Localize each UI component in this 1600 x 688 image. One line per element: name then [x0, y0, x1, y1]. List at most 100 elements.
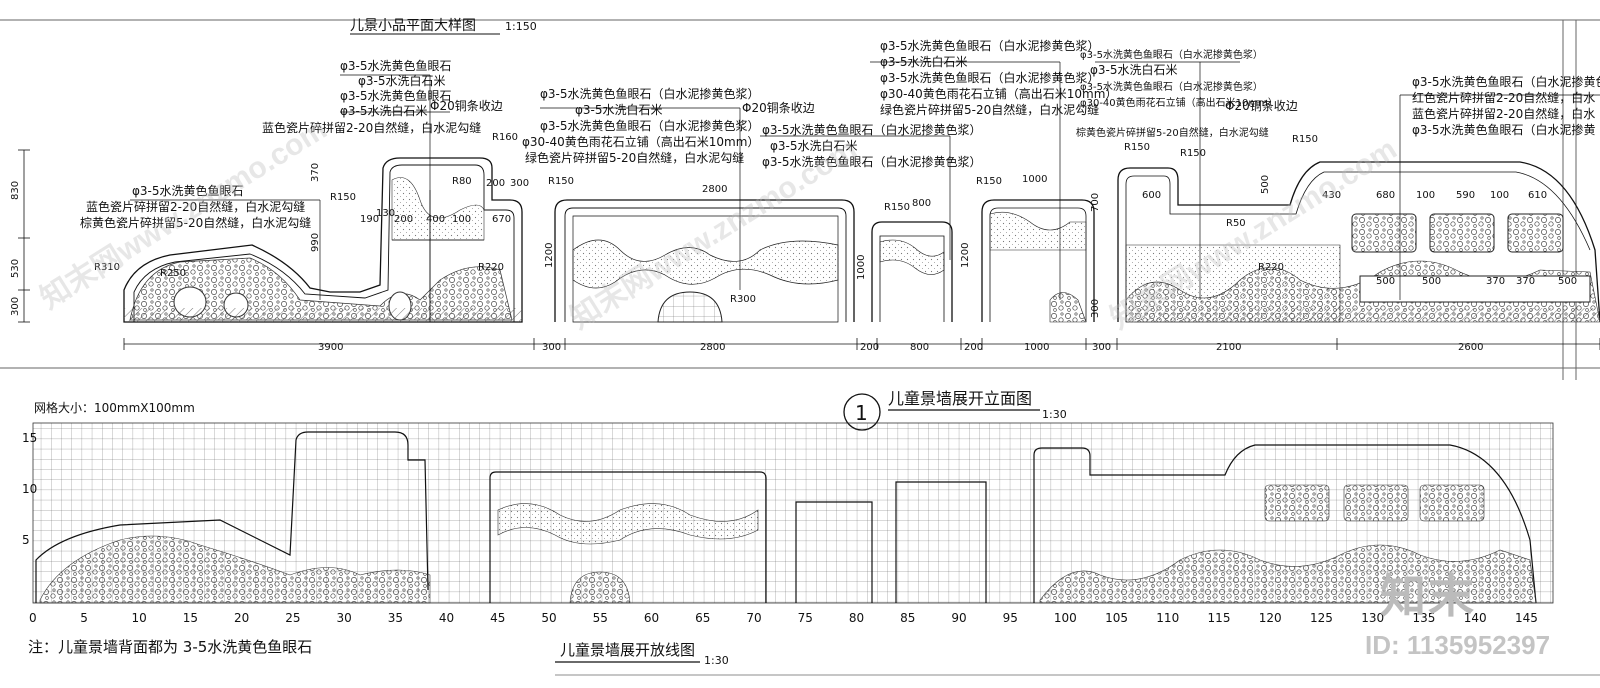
dim-bottom: 2600 [1458, 342, 1483, 353]
callout-g4-2: φ3-5水洗黄色鱼眼石（白水泥掺黄色浆） [762, 154, 982, 169]
radius-label: R80 [452, 176, 472, 187]
radius-label: R310 [94, 262, 120, 273]
dim-bottom: 300 [1092, 342, 1111, 353]
callout-g5-2: φ3-5水洗黄色鱼眼石（白水泥掺黄色浆） [880, 70, 1100, 85]
dim-small: 370 [1486, 276, 1505, 287]
callout-g7-2: 蓝色瓷片碎拼留2-20自然缝，白水 [1412, 106, 1595, 121]
dim-small: 100 [1416, 190, 1435, 201]
dim-bottom: 2800 [700, 342, 725, 353]
section-number: 1 [855, 401, 868, 425]
dim-bottom: 300 [542, 342, 561, 353]
logo-watermark: 知末 [1380, 570, 1476, 622]
dim-small: 400 [426, 214, 445, 225]
radius-label: R150 [1292, 134, 1318, 145]
segment-3 [871, 221, 953, 322]
radius-label: R160 [492, 132, 518, 143]
radius-label: R150 [1124, 142, 1150, 153]
dim-small: 370 [1516, 276, 1535, 287]
grid-x-tick: 135 [1413, 611, 1436, 625]
grid-y-tick: 10 [22, 482, 37, 496]
grid-y-ticks: 15 10 5 [22, 431, 37, 547]
partial-title-scale: 1:150 [505, 20, 537, 33]
partial-title: 儿景小品平面大样图 1:150 [350, 18, 537, 35]
dim-small: 1200 [960, 243, 971, 268]
grid-y-tick: 5 [22, 533, 30, 547]
callout-g3-strip: Φ20铜条收边 [742, 100, 815, 115]
grid-x-tick: 80 [849, 611, 864, 625]
callout-g7-1: 红色瓷片碎拼留2-20自然缝，白水 [1412, 90, 1595, 105]
grid-x-tick: 70 [746, 611, 761, 625]
grid-x-tick: 65 [695, 611, 710, 625]
grid-x-tick: 145 [1515, 611, 1538, 625]
callout-g2-1: 蓝色瓷片碎拼留2-20自然缝，白水泥勾缝 [86, 199, 305, 214]
grid-x-tick: 25 [285, 611, 300, 625]
dim-small: 200 [486, 178, 505, 189]
dim-bottom: 3900 [318, 342, 343, 353]
dim-small: 1200 [544, 243, 555, 268]
grid-x-tick: 75 [798, 611, 813, 625]
leader-lines [130, 61, 1600, 320]
callout-g1-extra: 蓝色瓷片碎拼留2-20自然缝，白水泥勾缝 [262, 120, 481, 135]
dim-small: 1000 [856, 255, 867, 280]
dim-vertical: 830 [10, 181, 21, 200]
callout-g3-2: φ3-5水洗黄色鱼眼石（白水泥掺黄色浆） [540, 118, 760, 133]
radius-label: R300 [730, 294, 756, 305]
grid-x-tick: 20 [234, 611, 249, 625]
dim-small: 670 [492, 214, 511, 225]
callout-g5-0: φ3-5水洗黄色鱼眼石（白水泥掺黄色浆） [880, 38, 1100, 53]
top-elevation: φ3-5水洗黄色鱼眼石 φ3-5水洗白石米 φ3-5水洗黄色鱼眼石 φ3-5水洗… [10, 18, 1600, 431]
dim-small: 500 [1376, 276, 1395, 287]
grid-x-tick: 45 [490, 611, 505, 625]
dim-small: 500 [1558, 276, 1577, 287]
radius-label: R150 [330, 192, 356, 203]
grid-x-tick: 40 [439, 611, 454, 625]
section-scale: 1:30 [1042, 408, 1067, 421]
callout-g3-1: φ3-5水洗白石米 [575, 102, 663, 117]
callout-g1-1: φ3-5水洗白石米 [358, 73, 446, 88]
frame-lines [0, 19, 1600, 380]
callout-g1-2: φ3-5水洗黄色鱼眼石 [340, 89, 452, 103]
grid-x-tick: 130 [1361, 611, 1384, 625]
segment-1 [123, 157, 523, 323]
grid-x-tick: 15 [183, 611, 198, 625]
dim-small: 130 [376, 208, 395, 219]
dim-small: 190 [360, 214, 379, 225]
callout-g3-4: 绿色瓷片碎拼留5-20自然缝，白水泥勾缝 [525, 150, 744, 165]
callout-g2-2: 棕黄色瓷片碎拼留5-20自然缝，白水泥勾缝 [80, 215, 311, 230]
dim-bottom: 800 [910, 342, 929, 353]
dim-small: 800 [912, 198, 931, 209]
grid-labels: 网格大小：100mmX100mm [34, 400, 195, 415]
grid-y-tick: 15 [22, 431, 37, 445]
radius-label: R250 [160, 268, 186, 279]
dim-small: 100 [1490, 190, 1509, 201]
grid-x-tick: 110 [1156, 611, 1179, 625]
dim-small: 500 [1260, 175, 1271, 194]
callout-g4-1: φ3-5水洗白石米 [770, 138, 858, 153]
grid-x-tick: 90 [951, 611, 966, 625]
grid-x-tick: 125 [1310, 611, 1333, 625]
callout-g3-0: φ3-5水洗黄色鱼眼石（白水泥掺黄色浆） [540, 86, 760, 101]
radius-label: R150 [548, 176, 574, 187]
grid-x-tick: 115 [1208, 611, 1231, 625]
grid-x-tick: 10 [131, 611, 146, 625]
dim-small: 700 [1090, 193, 1101, 212]
callout-g1-strip: Φ20铜条收边 [430, 98, 503, 113]
callout-g3-3: φ30-40黄色雨花石立铺（高出石米10mm） [522, 134, 759, 149]
dim-small: 100 [452, 214, 471, 225]
dim-small: 610 [1528, 190, 1547, 201]
callout-g5-4: 绿色瓷片碎拼留5-20自然缝，白水泥勾缝 [880, 102, 1099, 117]
grid-x-tick: 120 [1259, 611, 1282, 625]
grid-x-tick: 30 [336, 611, 351, 625]
radius-label: R150 [976, 176, 1002, 187]
grid-fill-shapes [39, 484, 1537, 604]
dim-small: 990 [310, 233, 321, 252]
grid-x-tick: 100 [1054, 611, 1077, 625]
dimension-texts: 830 530 300 370 990 190 130 200 400 100 … [10, 163, 1577, 353]
segment-5 [1117, 161, 1600, 323]
callout-g7-3: φ3-5水洗黄色鱼眼石（白水泥掺黄 [1412, 122, 1596, 137]
grid-x-tick: 50 [541, 611, 556, 625]
dim-small: 680 [1376, 190, 1395, 201]
segment-2 [554, 199, 855, 323]
